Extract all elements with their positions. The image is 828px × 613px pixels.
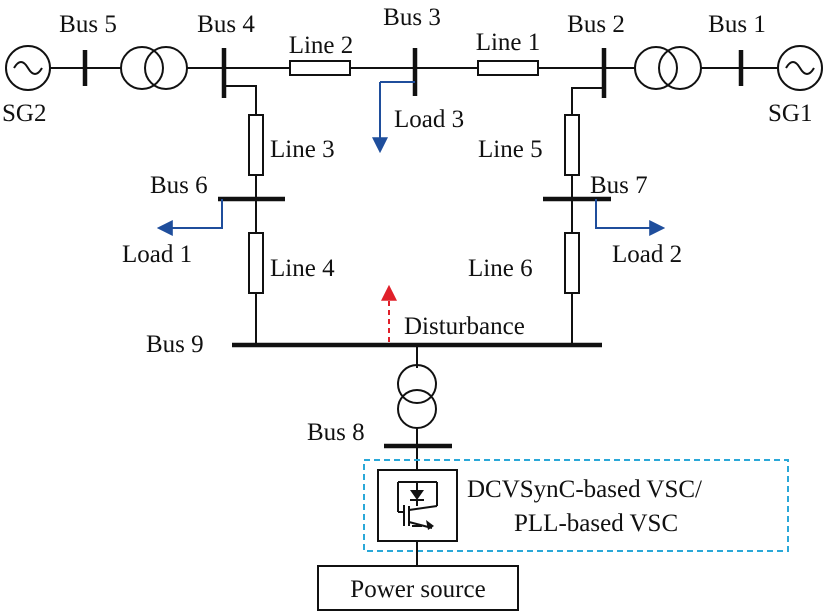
power-source-label: Power source bbox=[350, 576, 485, 603]
converter-label-line2: PLL-based VSC bbox=[514, 510, 678, 537]
load2-label: Load 2 bbox=[612, 241, 682, 268]
line2-label: Line 2 bbox=[289, 32, 354, 59]
bus8-label: Bus 8 bbox=[307, 419, 365, 446]
line6-label: Line 6 bbox=[468, 255, 533, 282]
load3-label: Load 3 bbox=[394, 106, 464, 133]
transformer-bottom bbox=[397, 364, 437, 429]
line4-impedance bbox=[248, 232, 264, 294]
bus4-label: Bus 4 bbox=[197, 11, 255, 38]
transformer-right bbox=[634, 46, 702, 90]
line5-impedance bbox=[564, 114, 580, 176]
sg1-label: SG1 bbox=[768, 100, 812, 127]
load2-arrow bbox=[595, 199, 666, 236]
load1-label: Load 1 bbox=[122, 241, 192, 268]
line2-impedance bbox=[289, 60, 351, 76]
bus9-label: Bus 9 bbox=[146, 331, 204, 358]
bus4-to-line3-wire bbox=[224, 85, 257, 115]
converter-frame bbox=[363, 459, 789, 552]
line5-label: Line 5 bbox=[478, 136, 543, 163]
bus6-label: Bus 6 bbox=[150, 172, 208, 199]
line3-impedance bbox=[248, 114, 264, 176]
vsc-converter bbox=[377, 469, 458, 542]
sg2-label: SG2 bbox=[2, 100, 46, 127]
line1-label: Line 1 bbox=[476, 29, 541, 56]
line3-label: Line 3 bbox=[270, 136, 335, 163]
sg1-generator bbox=[777, 45, 823, 91]
bus2-to-line5-wire bbox=[571, 87, 604, 115]
load1-arrow bbox=[156, 199, 223, 236]
igbt-icon bbox=[397, 481, 438, 530]
bus1-label: Bus 1 bbox=[708, 11, 766, 38]
line6-impedance bbox=[564, 232, 580, 294]
converter-label-line1: DCVSynC-based VSC/ bbox=[467, 476, 702, 503]
power-source-box bbox=[317, 565, 519, 611]
bus3-label: Bus 3 bbox=[383, 4, 441, 31]
line1-impedance bbox=[477, 60, 539, 76]
bus7-label: Bus 7 bbox=[590, 172, 648, 199]
disturbance-label: Disturbance bbox=[404, 313, 525, 340]
transformer-left bbox=[120, 46, 188, 90]
line4-label: Line 4 bbox=[270, 255, 335, 282]
bus2-label: Bus 2 bbox=[567, 11, 625, 38]
bus5-label: Bus 5 bbox=[59, 11, 117, 38]
sg2-generator bbox=[5, 45, 51, 91]
